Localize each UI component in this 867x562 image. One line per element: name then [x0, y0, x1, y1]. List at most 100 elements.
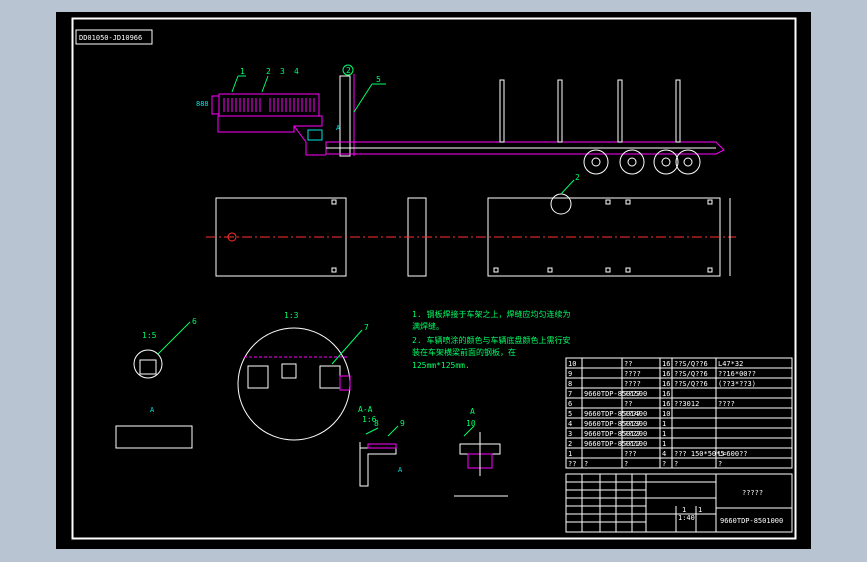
- bom-cell-name: ????: [624, 390, 641, 398]
- bom-cell-name: ????: [624, 380, 641, 388]
- label-6: 6: [192, 317, 197, 326]
- bom-cell-no: 5: [568, 410, 572, 418]
- technical-notes: 1. 钢板焊接于车架之上，焊缝应均匀连续为 满焊缝。 2. 车辆喷涂的颜色与车辆…: [412, 309, 570, 370]
- section-aa: A-A 1:6 8 9 A: [358, 405, 405, 487]
- bom-cell-code: 9660TDP-8501200: [584, 430, 647, 438]
- bom-cell-name: ??: [624, 400, 632, 408]
- side-dimension: 888: [196, 100, 209, 108]
- callout-detail: 2: [575, 173, 580, 182]
- drawing-canvas[interactable]: DD01050-JD10966: [56, 12, 811, 549]
- bom-cell-name: ????: [624, 370, 641, 378]
- bom-cell-no: 6: [568, 400, 572, 408]
- detail-10: A 10: [454, 407, 508, 497]
- bom-cell-qty: 16: [662, 390, 670, 398]
- callout-circle-top: [342, 64, 354, 76]
- bom-cell-no: 7: [568, 390, 572, 398]
- bom-cell-name: ????: [624, 410, 641, 418]
- detail-circle: [550, 193, 572, 215]
- plate-detail: [115, 425, 193, 449]
- bom-cell-material: ??3012: [674, 400, 699, 408]
- bom-cell-note: (??3*??3): [718, 380, 756, 388]
- bom-cell-qty: 16: [662, 380, 670, 388]
- bom-cell-name: ?: [624, 460, 628, 468]
- svg-text:1:6: 1:6: [362, 415, 377, 424]
- leader-3: 3: [280, 67, 285, 76]
- stake-2: [557, 79, 563, 143]
- drawing-number: 9660TDP-8501000: [720, 517, 783, 525]
- bom-cell-code: 9660TDP-8501400: [584, 410, 647, 418]
- plan-view: 2: [206, 173, 736, 277]
- drawing-sheet: DD01050-JD10966: [71, 17, 797, 540]
- pin-hole: [227, 232, 237, 242]
- bom-cell-no: 1: [568, 450, 572, 458]
- label-9: 9: [400, 419, 405, 428]
- bom-cell-no: 2: [568, 440, 572, 448]
- label-8: 8: [374, 419, 379, 428]
- callout-top: 2: [346, 66, 351, 75]
- bom-cell-code: ?: [584, 460, 588, 468]
- outer-border: [71, 17, 797, 540]
- bom-cell-qty: 1: [662, 430, 666, 438]
- sheet-value: 1: [698, 506, 702, 514]
- hub-4: [683, 157, 693, 167]
- note-line-2: 满焊缝。: [412, 321, 444, 331]
- leader-2: 2: [266, 67, 271, 76]
- bom-cell-name: ??: [624, 360, 632, 368]
- stamp-text: DD01050-JD10966: [79, 34, 142, 42]
- stake-4: [675, 79, 681, 143]
- bom-cell-note: L=600??: [718, 450, 748, 458]
- bom-cell-material: ??S/Q??6: [674, 380, 708, 388]
- leader-1: 1: [240, 67, 245, 76]
- bom-cell-code: 9660TDP-8501500: [584, 390, 647, 398]
- bom-cell-material: ??S/Q??6: [674, 360, 708, 368]
- svg-text:A: A: [398, 466, 403, 474]
- bom-cell-code: 9660TDP-8501100: [584, 440, 647, 448]
- bom-cell-qty: 1: [662, 440, 666, 448]
- wheel-1: [583, 149, 609, 175]
- bom-cell-qty: 1: [662, 420, 666, 428]
- note-line-5: 125mm*125mm.: [412, 361, 470, 370]
- bom-cell-name: ????: [624, 430, 641, 438]
- bom-cell-note: ??16*00??: [718, 370, 756, 378]
- bom-cell-material: ??? 150*50*5: [674, 450, 725, 458]
- wheel-2: [619, 149, 645, 175]
- inner-border: [72, 18, 796, 539]
- bom-cell-qty: 16: [662, 400, 670, 408]
- svg-text:1:5: 1:5: [142, 331, 157, 340]
- svg-text:A: A: [470, 407, 475, 416]
- bom-cell-note: ?: [718, 460, 722, 468]
- stake-3: [617, 79, 623, 143]
- bom-cell-note: L47*32: [718, 360, 743, 368]
- leader-5: 5: [376, 75, 381, 84]
- bom-cell-name: ???: [624, 450, 637, 458]
- bom-cell-no: 4: [568, 420, 572, 428]
- bom-cell-no: ??: [568, 460, 576, 468]
- bom-cell-note: ????: [718, 400, 735, 408]
- detail-6: 1:5 6 A: [115, 317, 197, 449]
- front-post: [339, 75, 351, 157]
- label-10: 10: [466, 419, 476, 428]
- note-line-1: 1. 钢板焊接于车架之上，焊缝应均匀连续为: [412, 309, 570, 319]
- cabin-body: [218, 93, 320, 117]
- bom-cell-no: 10: [568, 360, 576, 368]
- title-text: ?????: [742, 489, 763, 497]
- bom-frame: [565, 357, 793, 469]
- title-block: ????? 9660TDP-8501000 1:40 1 1: [565, 473, 793, 533]
- note-line-4: 装在车架横梁前面的钢板，在: [412, 347, 516, 357]
- svg-text:A: A: [150, 406, 155, 414]
- wheel-4: [675, 149, 701, 175]
- kingpin-box: [307, 129, 323, 141]
- hub-1: [591, 157, 601, 167]
- cabin-base: [217, 115, 323, 133]
- hub-2: [627, 157, 637, 167]
- bom-cell-material: ?: [674, 460, 678, 468]
- bom-cell-code: 9660TDP-8501300: [584, 420, 647, 428]
- main-deck: [325, 141, 725, 155]
- stamp-box: [75, 29, 153, 45]
- detail-7: 1:3 7: [237, 311, 369, 441]
- bom-cell-qty: 10: [662, 410, 670, 418]
- bom-cell-qty: 16: [662, 370, 670, 378]
- wheel-3: [653, 149, 679, 175]
